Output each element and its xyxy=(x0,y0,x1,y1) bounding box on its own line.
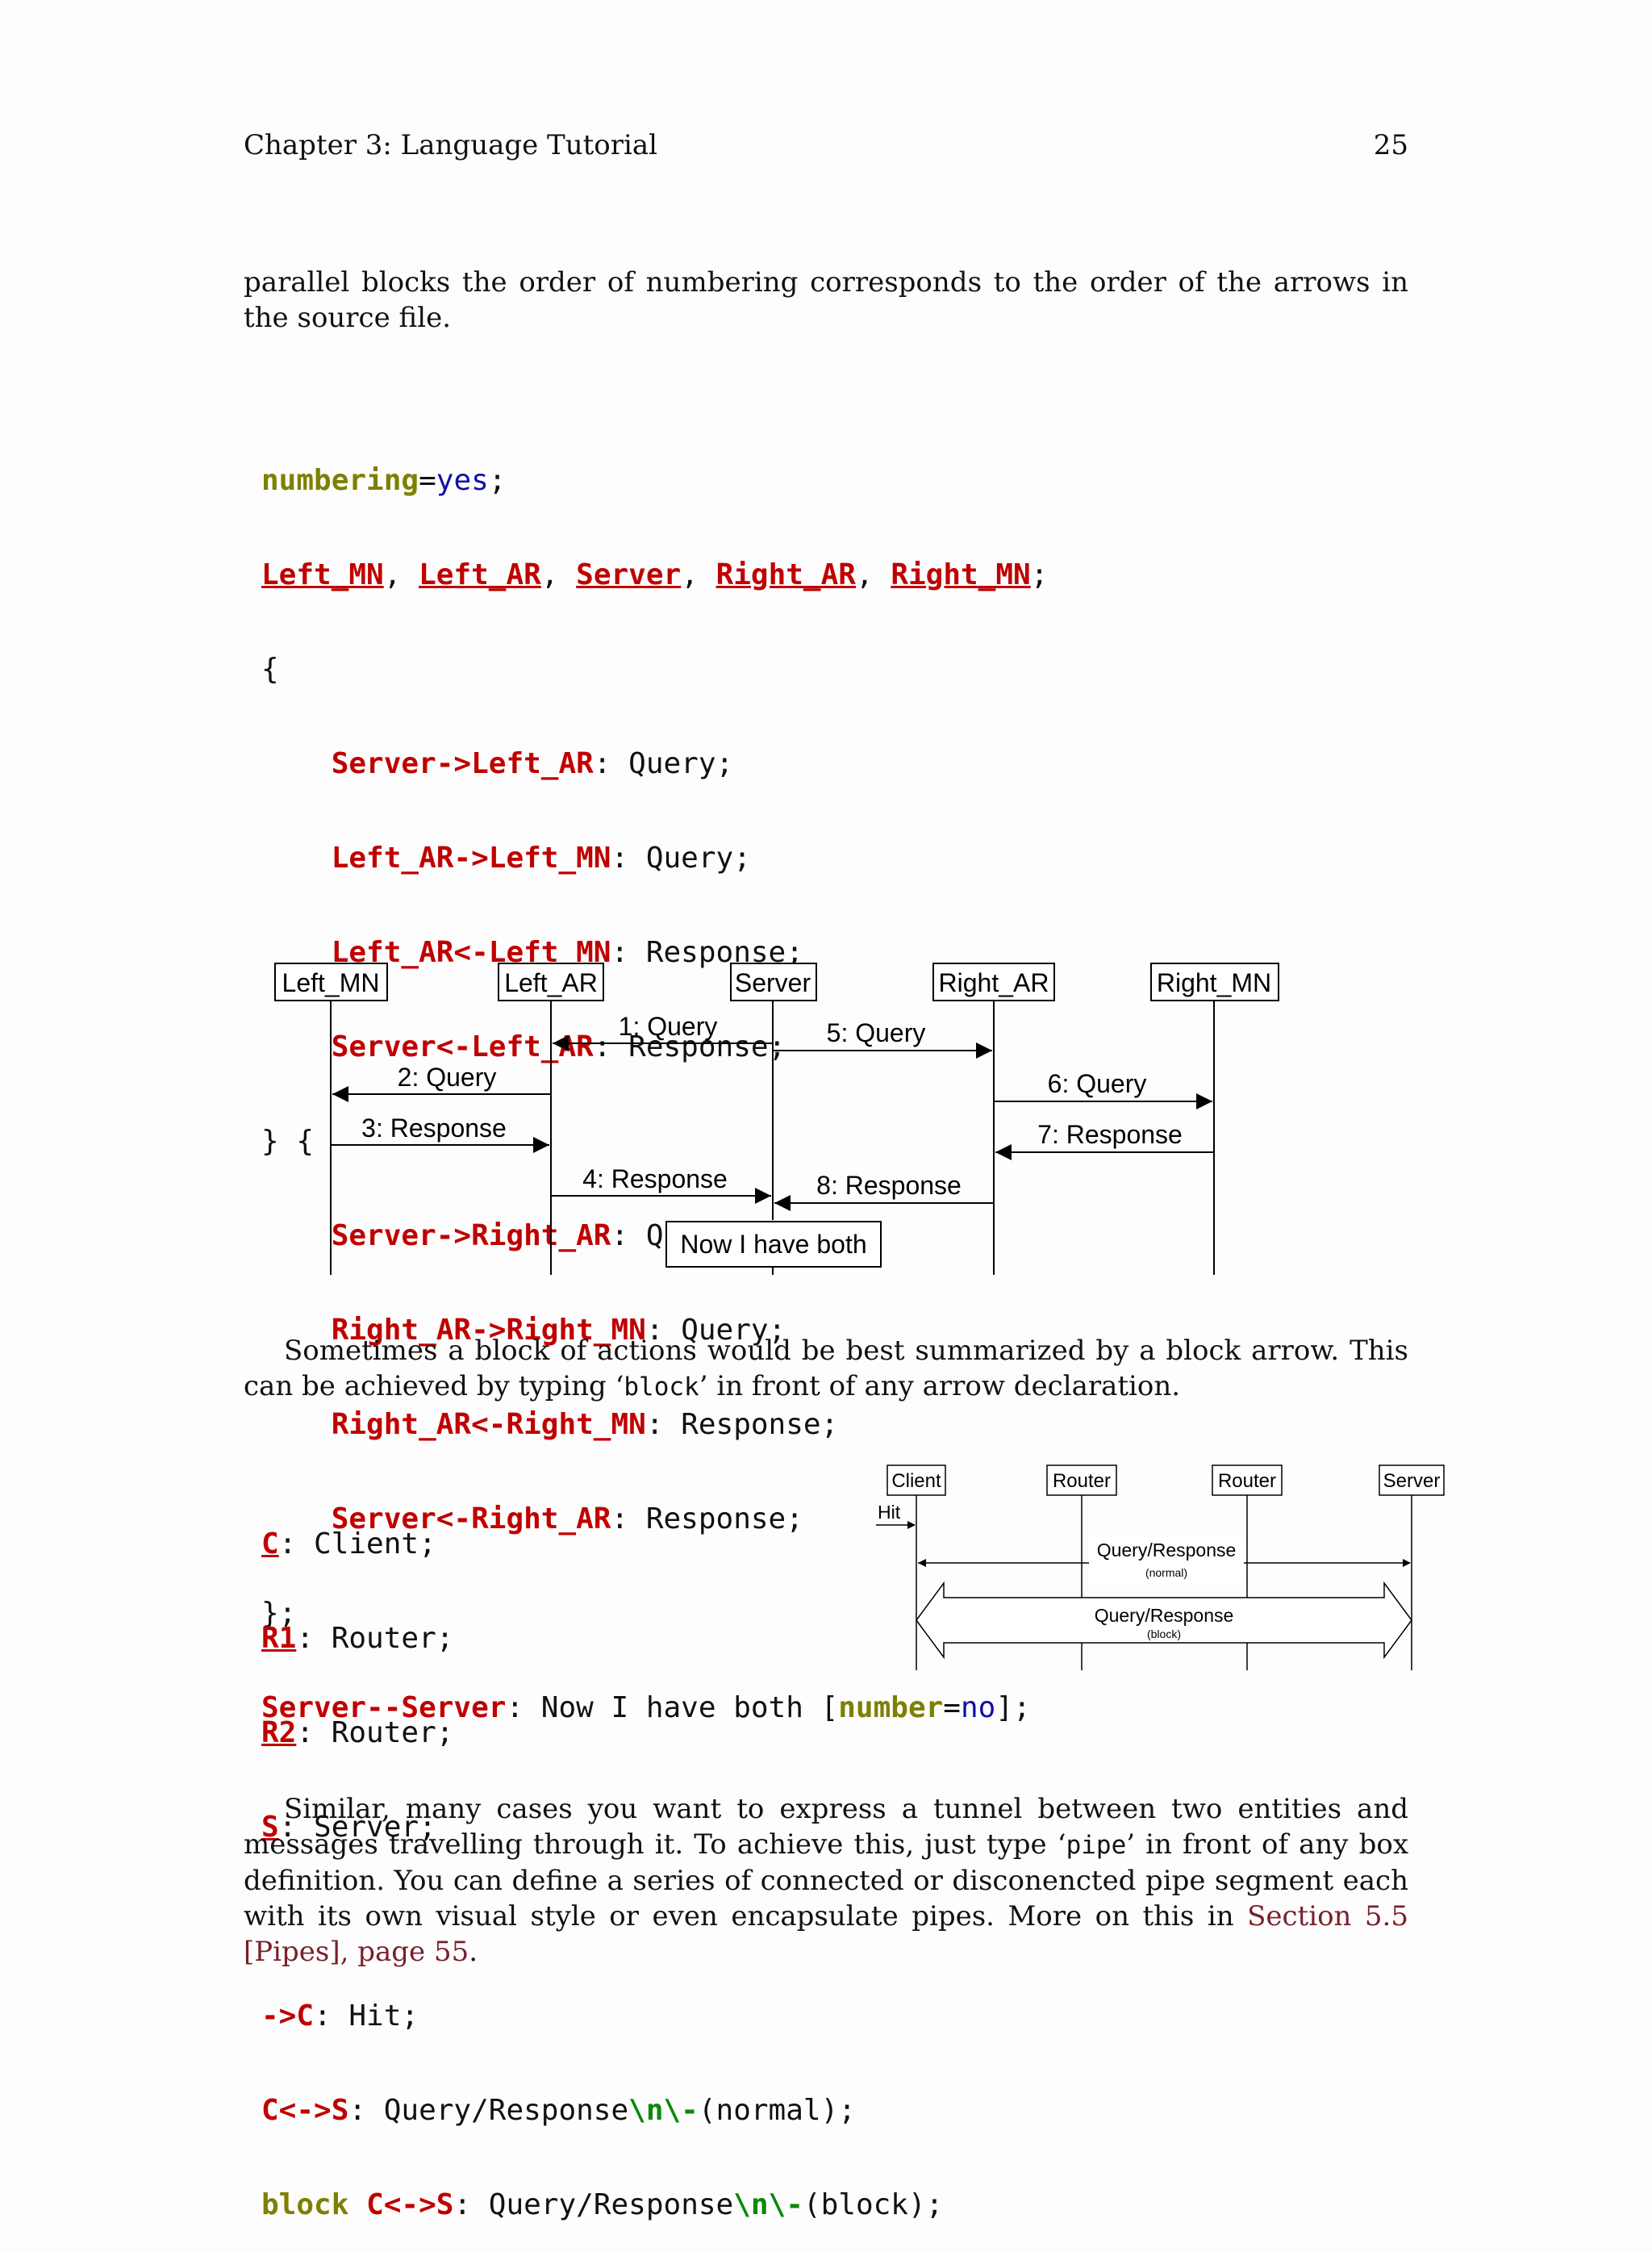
code-text: : Now I have both [ xyxy=(506,1691,839,1724)
code-entity: Server xyxy=(576,558,682,591)
code-punct: , xyxy=(855,558,891,591)
message-label-6: 6: Query xyxy=(1048,1069,1147,1098)
code-entity: C xyxy=(261,1527,279,1561)
entity-label-router-2: Router xyxy=(1218,1470,1276,1492)
normal-label: Query/Response xyxy=(1097,1540,1237,1561)
code-brace: }; xyxy=(261,1597,297,1630)
code-arrow: Right_AR->Right_MN xyxy=(331,1314,646,1347)
code-text: : Query/Response xyxy=(453,2188,734,2221)
code-keyword: block xyxy=(261,2188,349,2221)
code-arrow: Right_AR<-Right_MN xyxy=(331,1408,646,1441)
code-punct: ; xyxy=(1030,558,1049,591)
para3-text-3: . xyxy=(469,1936,478,1968)
code-entity: R2 xyxy=(261,1716,297,1749)
code-text: : Response; xyxy=(611,1502,803,1535)
code-entity: S xyxy=(261,1811,279,1844)
para2-text-1: Sometimes a block of actions would be be… xyxy=(244,1335,1408,1402)
code-attr: numbering xyxy=(261,464,419,497)
code-text: : Response; xyxy=(645,1408,839,1441)
section-link[interactable]: Section 5.5 [Pipes], page 55 xyxy=(244,1900,1408,1968)
page-number: 25 xyxy=(1373,129,1408,161)
message-label-7: 7: Response xyxy=(1037,1120,1183,1149)
code-text: : Query/Response xyxy=(348,2094,629,2127)
para2-text-2: ’ in front of any arrow declaration. xyxy=(699,1370,1181,1402)
code-text: : Hit; xyxy=(314,1999,419,2033)
code-arrow: Server->Left_AR xyxy=(331,747,594,780)
code-entity: Left_AR xyxy=(419,558,541,591)
code-text: : Query; xyxy=(645,1314,786,1347)
code-escape: \n\- xyxy=(628,2094,699,2127)
code-text: : Server; xyxy=(278,1811,436,1844)
code-entity: Right_MN xyxy=(891,558,1031,591)
entity-box-router-2 xyxy=(1212,1464,1283,1496)
normal-sublabel: (normal) xyxy=(1145,1566,1187,1579)
code-text: : Query; xyxy=(611,842,751,875)
code-arrow: Server<-Right_AR xyxy=(331,1502,611,1535)
code-punct: , xyxy=(383,558,419,591)
entity-box-right-mn xyxy=(1150,963,1279,1001)
intro-paragraph: parallel blocks the order of numbering c… xyxy=(244,266,1408,334)
chapter-title: Chapter 3: Language Tutorial xyxy=(244,129,658,161)
code-punct: , xyxy=(540,558,577,591)
entity-box-server-2 xyxy=(1379,1464,1445,1496)
code-eq: = xyxy=(943,1691,961,1724)
code-entity: R1 xyxy=(261,1622,297,1655)
code-arrow: C<->S xyxy=(261,2094,349,2127)
block-label: Query/Response xyxy=(1095,1605,1234,1626)
entity-box-router-1 xyxy=(1046,1464,1117,1496)
code-entity: Right_AR xyxy=(715,558,856,591)
code-arrow: Left_AR<-Left_MN xyxy=(331,936,611,969)
code-punct: ]; xyxy=(995,1691,1031,1724)
para3-text-1: Similar, many cases you want to express … xyxy=(244,1793,1408,1861)
code-attr: number xyxy=(838,1691,944,1724)
inline-code-block: block xyxy=(624,1373,699,1402)
code-entity: Left_MN xyxy=(261,558,384,591)
code-text: (normal); xyxy=(698,2094,856,2127)
code-arrow: C<->S xyxy=(366,2188,454,2221)
code-punct: , xyxy=(681,558,716,591)
block-arrow-paragraph: Sometimes a block of actions would be be… xyxy=(244,1333,1408,1405)
code-text: : Query; xyxy=(593,747,734,780)
code-value: no xyxy=(960,1691,996,1724)
code-text: : Router; xyxy=(296,1622,454,1655)
code-text: : Response; xyxy=(611,936,803,969)
entity-label-router-1: Router xyxy=(1053,1470,1111,1492)
code-punct: ; xyxy=(488,464,507,497)
inline-code-pipe: pipe xyxy=(1066,1831,1127,1860)
para3-text-2: ’ in front of any box definition. You ca… xyxy=(244,1828,1409,1932)
code-text: (block); xyxy=(803,2188,944,2221)
entity-label-server-2: Server xyxy=(1383,1470,1441,1492)
code-space xyxy=(348,2188,366,2221)
code-arrow: ->C xyxy=(261,1999,315,2033)
code-text: : Router; xyxy=(296,1716,454,1749)
code-arrow: Server--Server xyxy=(261,1691,507,1724)
code-value: yes xyxy=(436,464,489,497)
code-text: : Response; xyxy=(593,1030,786,1063)
code-text: : Client; xyxy=(278,1527,436,1561)
pipe-paragraph: Similar, many cases you want to express … xyxy=(244,1791,1408,1970)
code-escape: \n\- xyxy=(733,2188,803,2221)
code-eq: = xyxy=(419,464,436,497)
block-sublabel: (block) xyxy=(1147,1627,1181,1640)
code-arrow: Server->Right_AR xyxy=(331,1219,611,1252)
code-text: : Query; xyxy=(611,1219,751,1252)
code-brace: } { xyxy=(261,1125,315,1158)
code-arrow: Left_AR->Left_MN xyxy=(331,842,611,875)
entity-label-right-mn: Right_MN xyxy=(1157,968,1271,997)
code-brace: { xyxy=(261,653,279,686)
code-arrow: Server<-Left_AR xyxy=(331,1030,594,1063)
